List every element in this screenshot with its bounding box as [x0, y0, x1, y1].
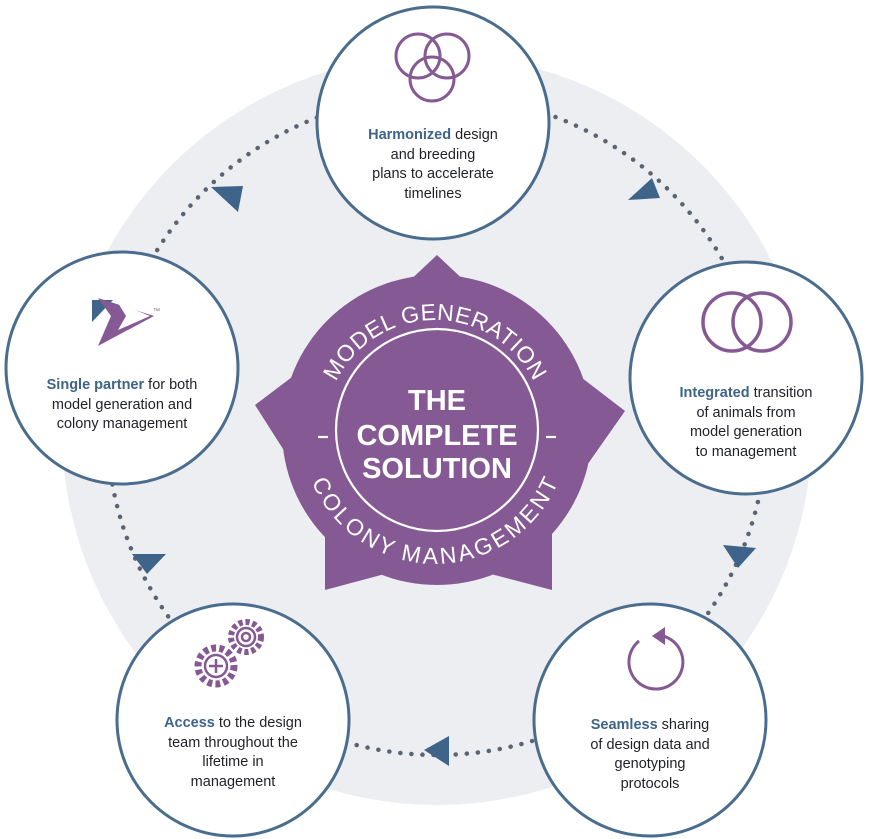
- cycle-arrow: [424, 736, 449, 766]
- center-inner-ring: [334, 327, 540, 533]
- node-text-access: Access to the design team throughout the…: [164, 715, 302, 790]
- node-text-harmonized: Harmonized design and breeding plans to …: [368, 127, 498, 202]
- node-text-seamless: Seamless sharing of design data and geno…: [590, 717, 710, 792]
- cycle-arrow: [132, 554, 166, 574]
- node-circle-single-partner: [4, 250, 240, 486]
- node-bold-single-partner: Single partner: [46, 377, 145, 393]
- node-bold-access: Access: [164, 715, 215, 731]
- refresh-cycle-icon: [627, 627, 685, 691]
- title-line-1: THE: [408, 385, 466, 417]
- title-line-3: SOLUTION: [362, 453, 512, 485]
- three-rings-icon: [394, 32, 471, 103]
- cycle-arrow: [628, 178, 660, 200]
- cycle-arrow: [723, 545, 756, 568]
- cycle-arrow: [211, 186, 243, 212]
- node-circle-access: [115, 602, 351, 838]
- gears-icon: [194, 619, 264, 688]
- chevron-logo-icon: ™: [92, 298, 160, 346]
- interlocked-rings-icon: [701, 291, 793, 353]
- node-bold-seamless: Seamless: [590, 717, 658, 733]
- node-bold-harmonized: Harmonized: [368, 127, 452, 143]
- center-disc: [282, 275, 592, 585]
- title-line-2: COMPLETE: [356, 420, 517, 452]
- node-text-single-partner: Single partner for both model generation…: [46, 377, 198, 432]
- node-bold-integrated: Integrated: [679, 385, 750, 401]
- trademark-mark: ™: [153, 308, 160, 315]
- node-text-integrated: Integrated transition of animals from mo…: [679, 385, 813, 460]
- node-circle-harmonized: [315, 5, 551, 241]
- node-circle-seamless: [532, 602, 768, 838]
- node-circle-integrated: [628, 260, 864, 496]
